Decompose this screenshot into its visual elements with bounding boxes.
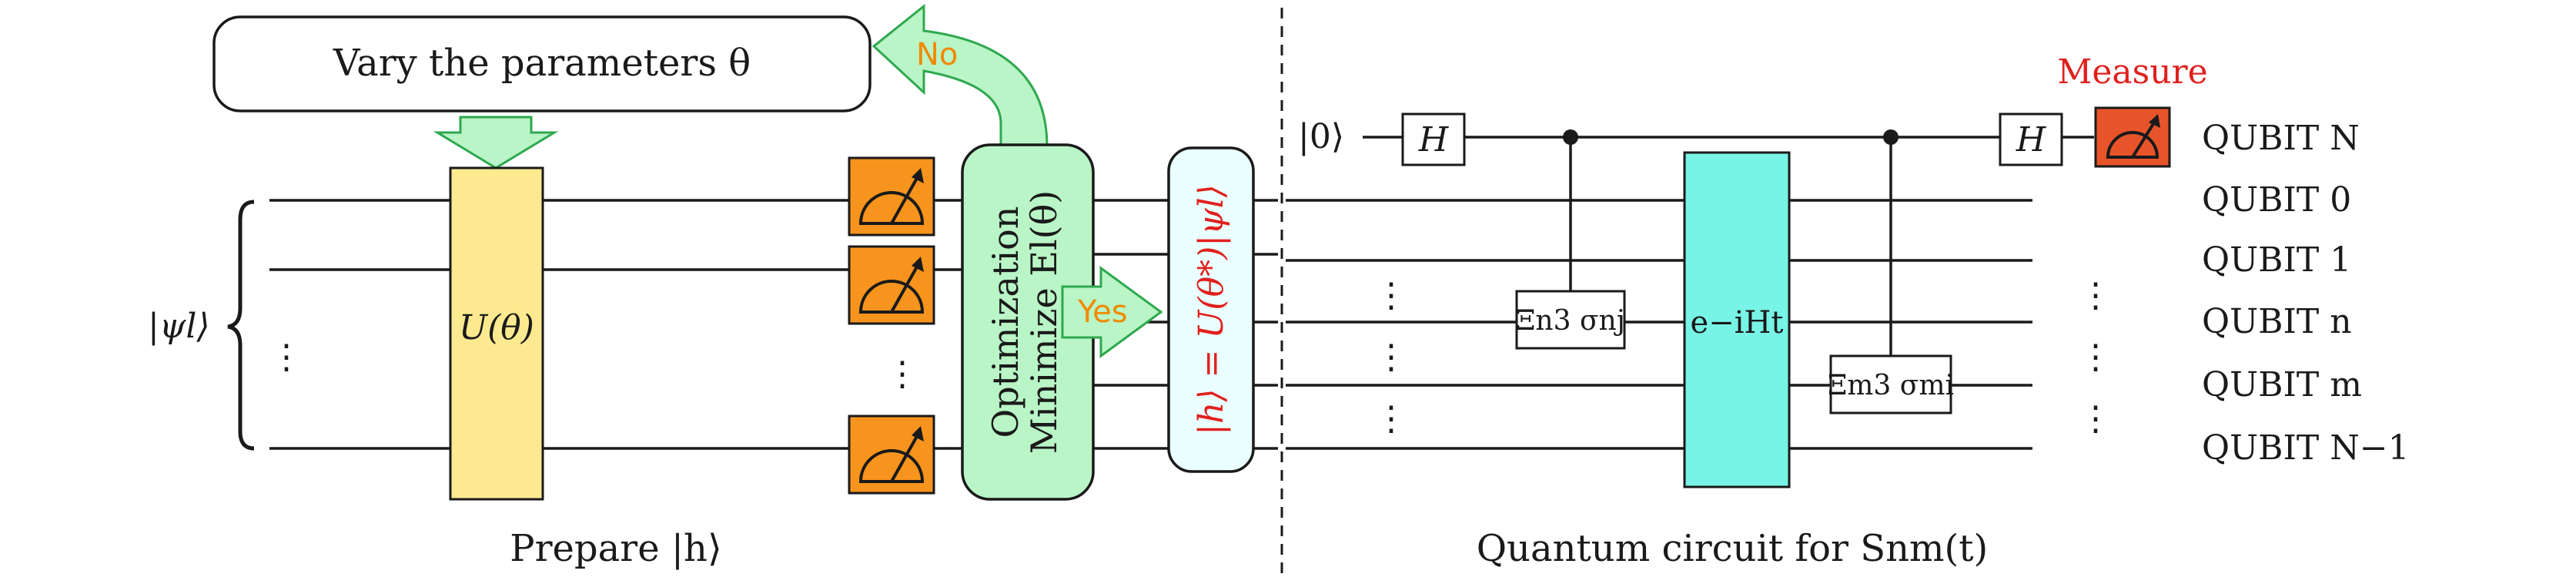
down-arrow — [433, 116, 559, 169]
left-panel: |ψl⟩ ⋮ Vary the parameters θ U(θ) ⋮ — [148, 3, 1278, 570]
hadamard-gate-2 — [1999, 112, 2063, 166]
hadamard-label-2: H — [2016, 120, 2047, 159]
qubit-label: QUBIT 0 — [2202, 180, 2351, 220]
hadamard-label-1: H — [1418, 120, 1450, 159]
right-vdots-3: ⋮ — [1374, 399, 1408, 438]
measure-meter — [2094, 106, 2171, 168]
meter-2 — [848, 245, 935, 325]
meter-3 — [848, 415, 935, 495]
qubit-label: QUBIT m — [2202, 365, 2362, 404]
right-vdots-2: ⋮ — [1374, 337, 1408, 377]
meter-vdots: ⋮ — [885, 354, 919, 394]
unitary-label: U(θ) — [459, 308, 534, 347]
evolution-block — [1683, 151, 1791, 488]
xi-n-gate — [1515, 290, 1626, 350]
xi-m-label: Ξm3 σmi — [1828, 370, 1954, 401]
optimization-line1: Optimization — [985, 206, 1026, 438]
psi-label: |ψl⟩ — [148, 307, 210, 346]
right-vdots-1: ⋮ — [1374, 276, 1408, 315]
qubit-label: QUBIT N — [2202, 119, 2360, 158]
prepare-caption: Prepare |h⟩ — [510, 527, 721, 570]
optimization-line2: Minimize El(θ) — [1023, 190, 1065, 454]
hadamard-gate-1 — [1401, 112, 1466, 166]
right-vdots-5: ⋮ — [2079, 337, 2113, 377]
right-panel: |0⟩ H Ξn3 σnj e−iHt Ξm3 σmi H Measure ⋮ … — [1286, 52, 2410, 570]
vary-parameters-box — [212, 15, 871, 112]
right-vdots-6: ⋮ — [2079, 399, 2113, 438]
left-vdots: ⋮ — [269, 337, 303, 377]
right-vdots-4: ⋮ — [2079, 276, 2113, 315]
right-caption: Quantum circuit for Snm(t) — [1477, 527, 1989, 570]
evolution-label: e−iHt — [1691, 305, 1784, 341]
qubit-label: QUBIT N−1 — [2202, 428, 2410, 468]
no-label: No — [916, 37, 958, 72]
measure-label: Measure — [2057, 52, 2207, 92]
ket0-label: |0⟩ — [1298, 117, 1344, 156]
qubit-label: QUBIT n — [2202, 302, 2352, 341]
result-label: |h⟩ = U(θ*)|ψl⟩ — [1192, 184, 1231, 435]
yes-arrow — [1061, 266, 1163, 358]
xi-m-gate — [1829, 354, 1952, 415]
xi-n-label: Ξn3 σnj — [1516, 305, 1625, 337]
vary-parameters-text: Vary the parameters θ — [333, 42, 751, 85]
result-block — [1167, 146, 1255, 473]
yes-label: Yes — [1077, 294, 1128, 330]
qubit-label: QUBIT 1 — [2202, 240, 2351, 280]
no-arrow — [871, 3, 1049, 148]
meter-1 — [848, 156, 935, 237]
unitary-block — [449, 166, 544, 501]
input-brace — [227, 200, 255, 451]
